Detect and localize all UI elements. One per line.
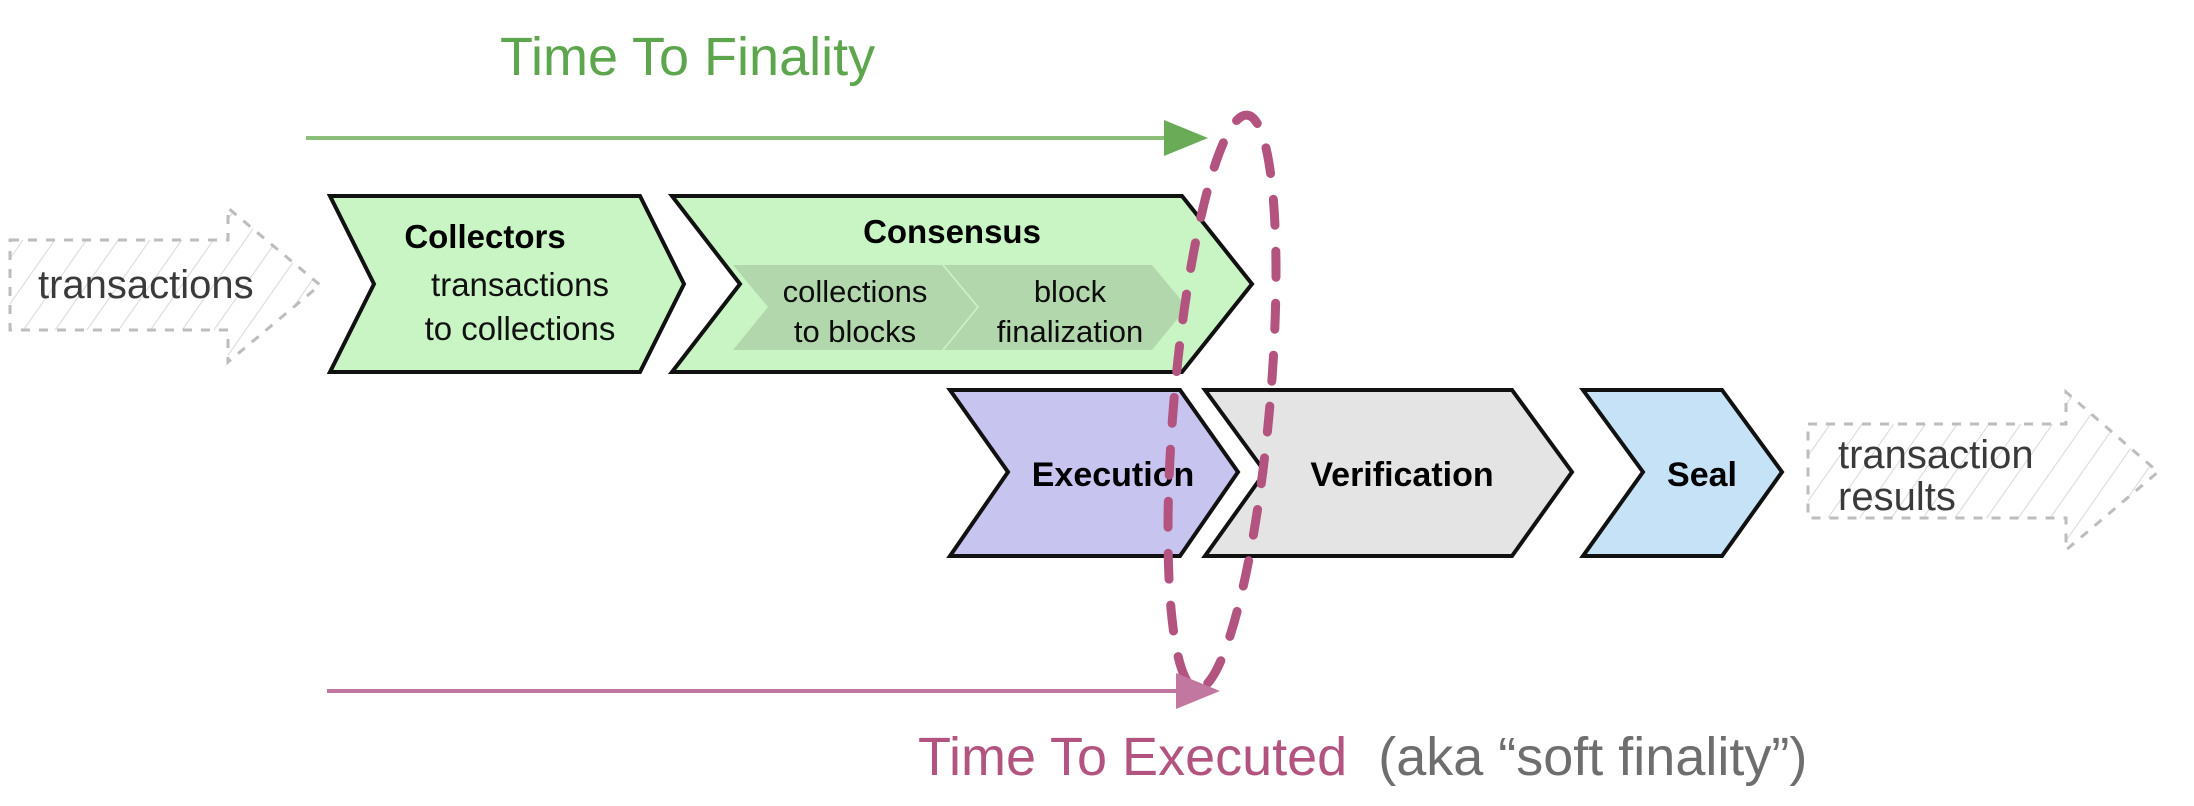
verification-title: Verification: [1310, 456, 1493, 494]
inner-chevron-1-line2: to blocks: [794, 314, 916, 349]
transaction-results-output-shape: transaction results: [1806, 388, 2161, 554]
transactions-input-shape: transactions: [8, 204, 323, 366]
time-to-finality-title: Time To Finality: [500, 27, 875, 87]
bottom-caption: Time To Executed (aka “soft finality”): [918, 727, 1807, 787]
stage-consensus[interactable]: Consensus collections to blocks block fi…: [667, 194, 1255, 374]
inner-chevron-1-shape: [733, 265, 977, 350]
stage-execution[interactable]: Execution: [946, 388, 1241, 558]
inner-chevron-2-line1: block: [1034, 274, 1107, 309]
consensus-inner-collections-to-blocks: collections to blocks: [733, 265, 977, 350]
time-to-executed-label: Time To Executed: [918, 727, 1347, 787]
collectors-chevron-shape: [326, 194, 687, 374]
stage-collectors[interactable]: Collectors transactions to collections: [326, 194, 687, 374]
collectors-subtitle-line2: to collections: [425, 310, 616, 347]
ghost-arrow-outline: [8, 204, 323, 366]
consensus-inner-block-finalization: block finalization: [944, 265, 1187, 350]
ghost-output-outline: [1806, 388, 2161, 554]
inner-chevron-2-shape: [944, 265, 1187, 350]
collectors-title: Collectors: [404, 218, 565, 255]
stage-seal[interactable]: Seal: [1579, 388, 1785, 558]
transactions-input-label: transactions: [38, 263, 254, 307]
collectors-subtitle-line1: transactions: [431, 266, 609, 303]
seal-title: Seal: [1667, 456, 1737, 494]
soft-finality-note: (aka “soft finality”): [1378, 727, 1807, 787]
transaction-results-label-line2: results: [1838, 475, 1956, 519]
consensus-title: Consensus: [863, 213, 1041, 250]
inner-chevron-2-line2: finalization: [997, 314, 1143, 349]
seal-chevron-shape: [1579, 388, 1785, 558]
finality-boundary-ellipse: [1163, 110, 1281, 694]
transaction-results-label-line1: transaction: [1838, 433, 2034, 477]
inner-chevron-1-line1: collections: [783, 274, 928, 309]
